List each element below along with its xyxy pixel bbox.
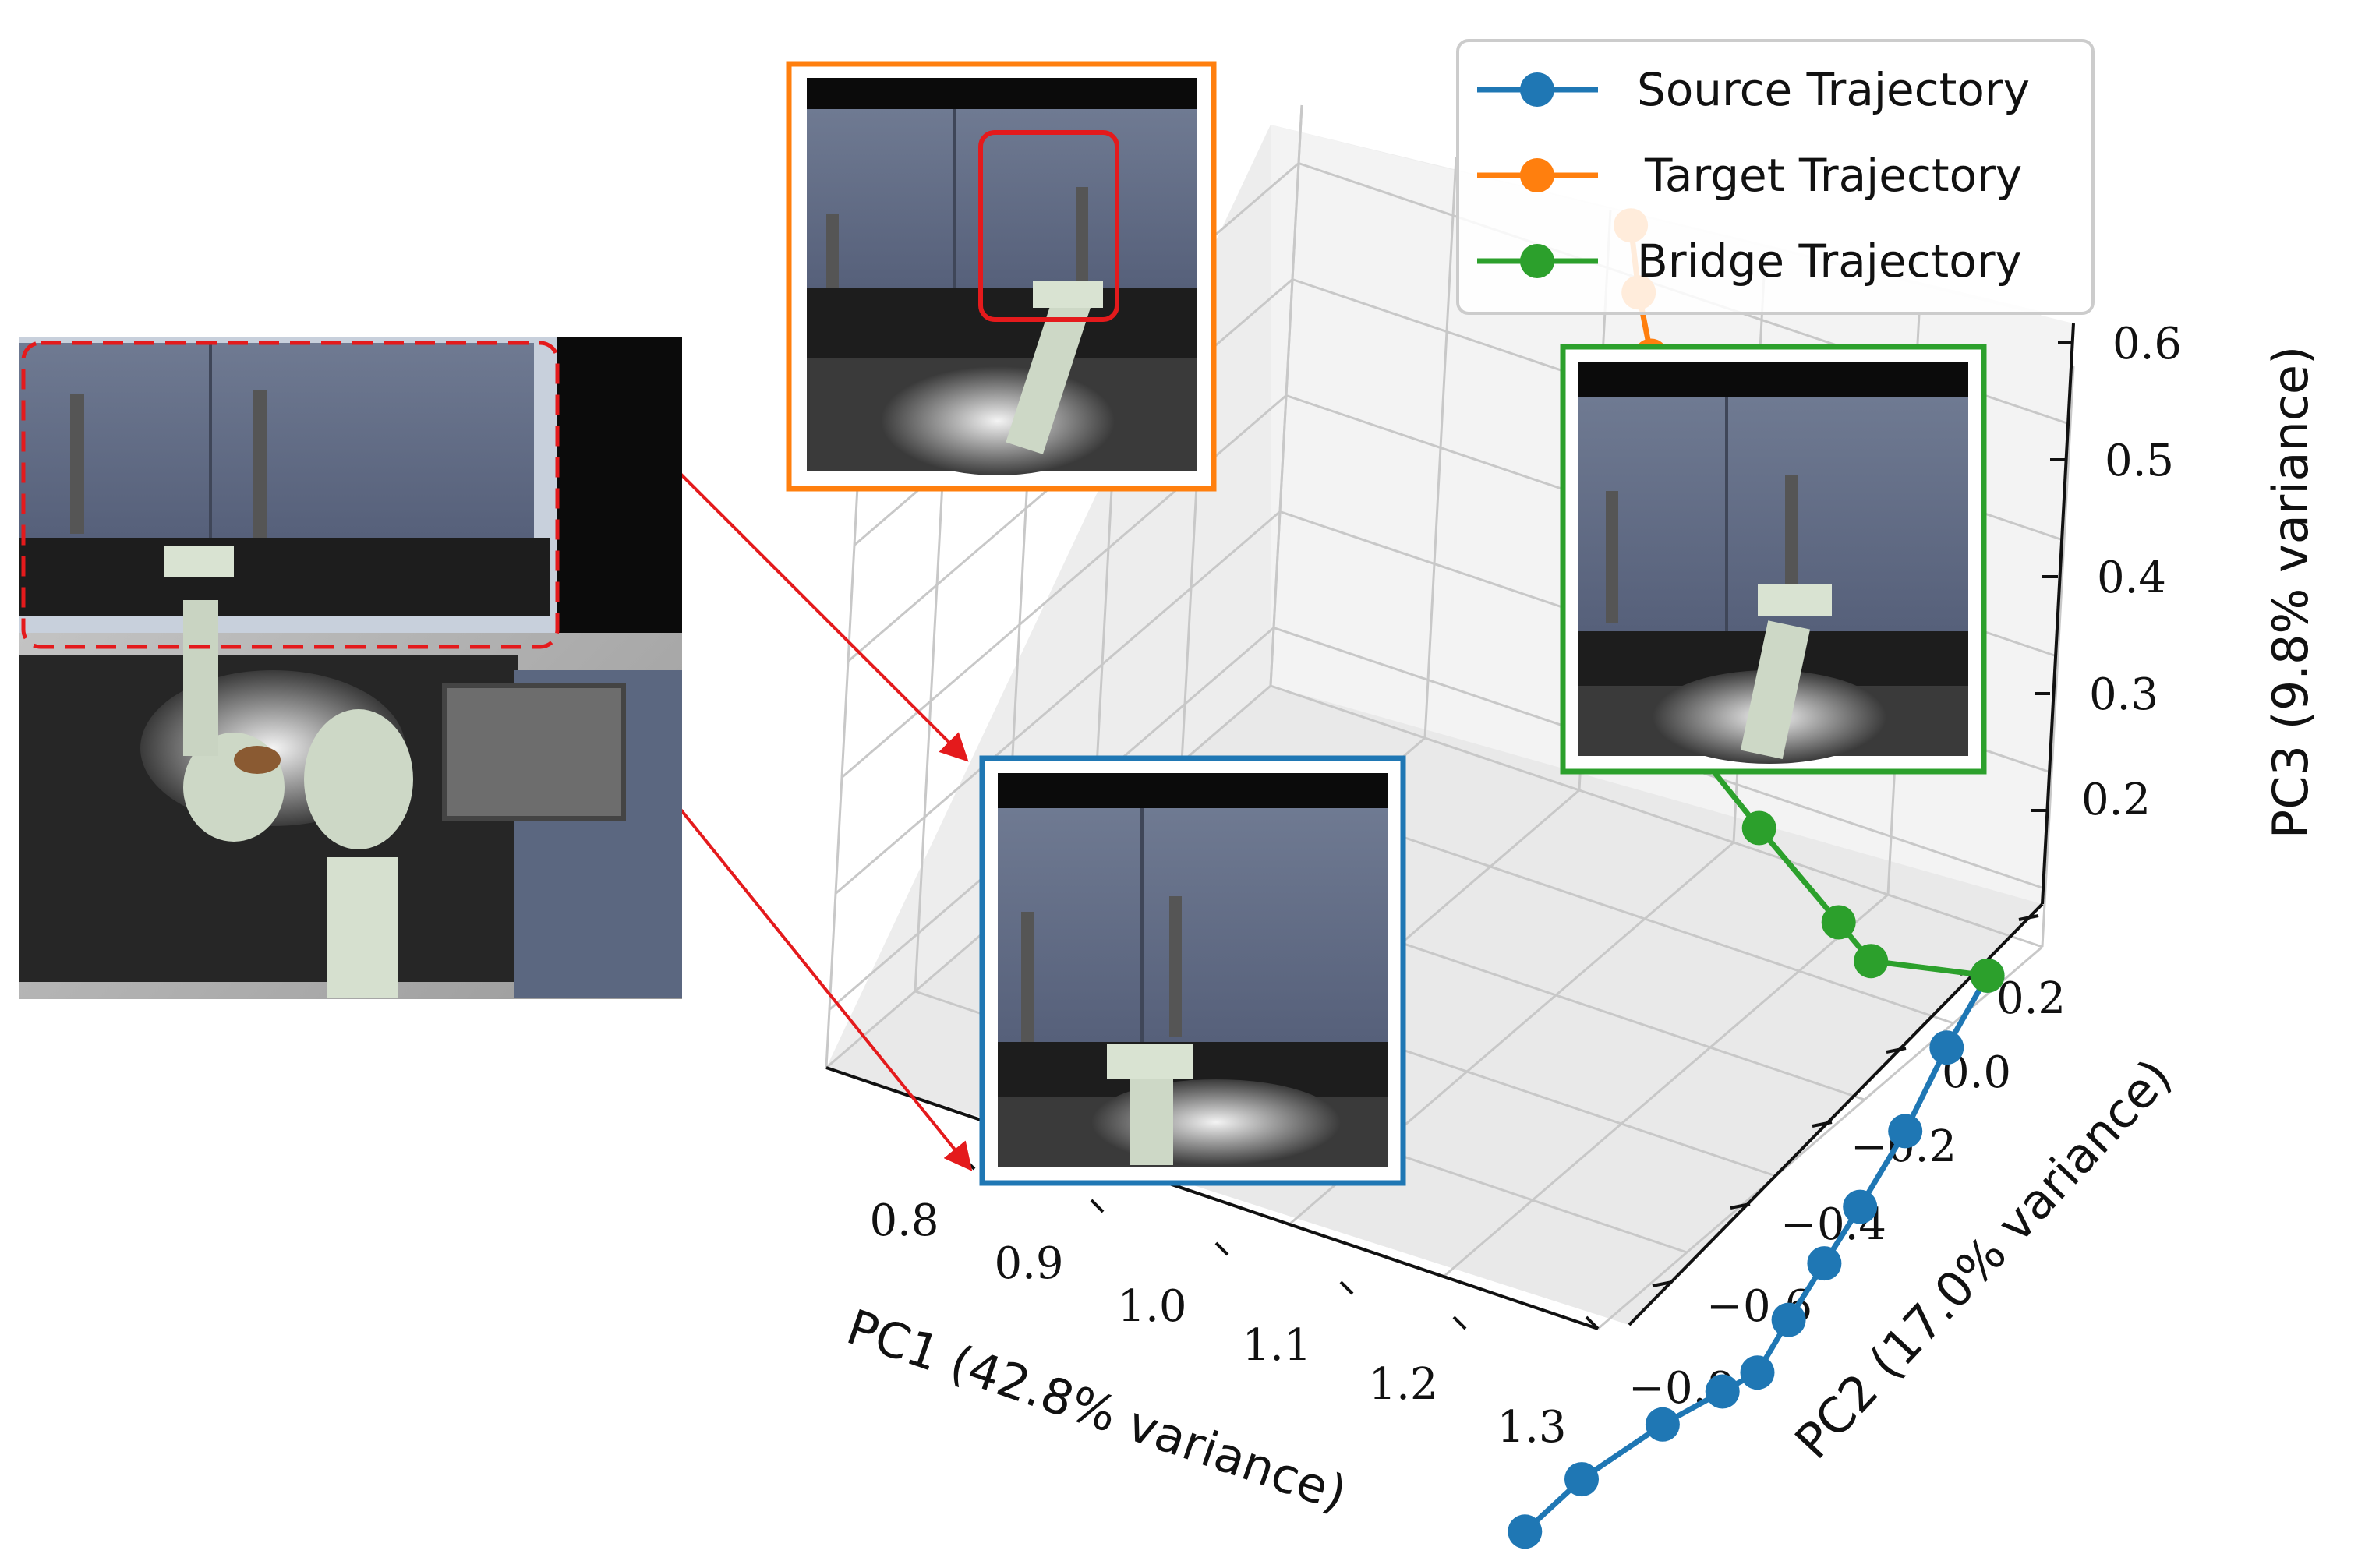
data-point-bridge-trajectory [1970, 958, 2005, 993]
z-tick-label: 0.4 [2097, 553, 2166, 603]
legend-item-bridge: Bridge Trajectory [1477, 235, 2022, 288]
target-inset-image [786, 61, 1217, 492]
data-point-source-trajectory [1843, 1189, 1878, 1224]
data-point-source-trajectory [1771, 1302, 1806, 1337]
data-point-source-trajectory [1564, 1462, 1599, 1497]
z-tick-label: 0.6 [2112, 319, 2182, 369]
data-point-source-trajectory [1929, 1030, 1964, 1065]
zoom-highlight-box [21, 341, 560, 649]
data-point-source-trajectory [1705, 1374, 1740, 1409]
x-tick-label: 1.2 [1368, 1359, 1437, 1410]
legend-label-target: Target Trajectory [1644, 149, 2022, 202]
legend-label-bridge: Bridge Trajectory [1637, 235, 2022, 288]
x-tick-labels: 0.8 0.9 1.0 1.1 1.2 1.3 [869, 1195, 1566, 1453]
target-gripper-highlight [978, 130, 1119, 322]
x-tick-label: 0.8 [869, 1195, 939, 1246]
data-point-source-trajectory [1807, 1246, 1842, 1281]
legend-item-source: Source Trajectory [1477, 63, 2030, 116]
legend: Source Trajectory Target Trajectory Brid… [1456, 39, 2095, 315]
x-tick-label: 1.0 [1117, 1281, 1186, 1332]
data-point-bridge-trajectory [1741, 810, 1776, 846]
data-point-bridge-trajectory [1854, 944, 1889, 979]
data-point-source-trajectory [1888, 1114, 1923, 1149]
bridge-inset-image [1560, 344, 1987, 775]
legend-item-target: Target Trajectory [1477, 149, 2022, 202]
z-axis-title: PC3 (9.8% variance) [2262, 346, 2319, 839]
y-tick-label: 0.2 [1996, 973, 2066, 1024]
x-tick-label: 0.9 [994, 1238, 1063, 1289]
zoomed-scene-image [19, 337, 682, 999]
x-tick-label: 1.3 [1497, 1402, 1566, 1453]
z-tick-label: 0.5 [2105, 436, 2174, 486]
x-tick-label: 1.1 [1242, 1320, 1311, 1371]
y-axis-title: PC2 (17.0% variance) [1784, 1048, 2183, 1470]
data-point-bridge-trajectory [1821, 905, 1856, 940]
data-point-source-trajectory [1508, 1514, 1543, 1549]
z-tick-label: 0.2 [2081, 775, 2151, 825]
data-point-source-trajectory [1645, 1407, 1680, 1442]
source-inset-image [979, 755, 1406, 1186]
z-tick-label: 0.3 [2089, 669, 2158, 720]
z-tick-labels: 0.2 0.3 0.4 0.5 0.6 [2081, 319, 2182, 825]
data-point-source-trajectory [1740, 1355, 1775, 1390]
legend-label-source: Source Trajectory [1637, 63, 2030, 116]
